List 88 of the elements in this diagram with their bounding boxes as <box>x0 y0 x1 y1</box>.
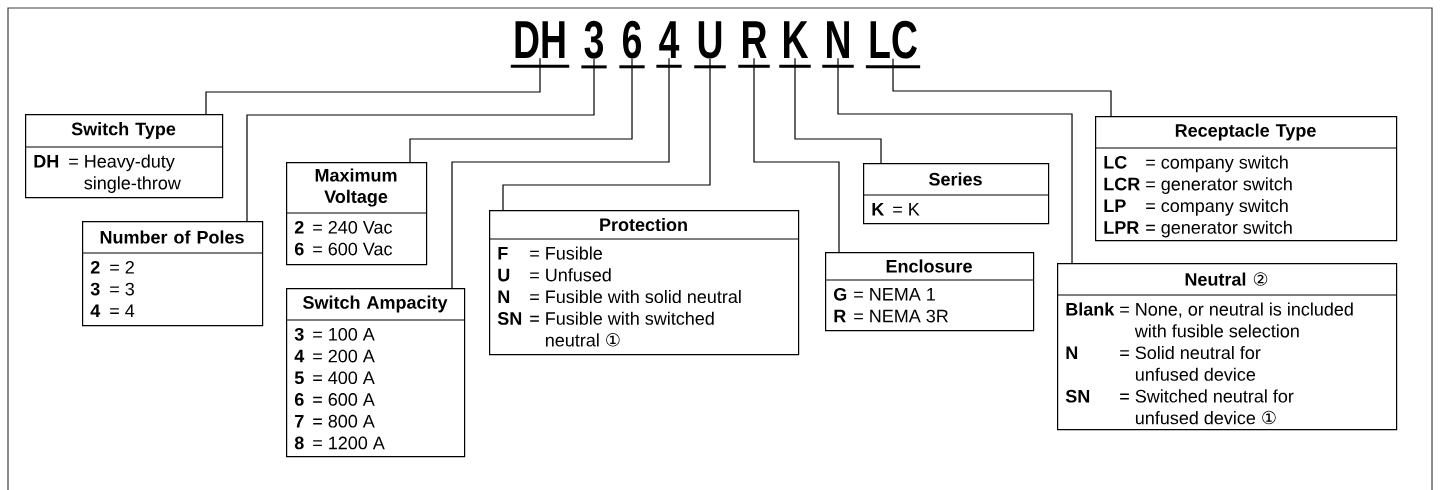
code-key: N <box>1066 346 1078 359</box>
code-description: = 1200 A <box>313 436 385 450</box>
code-key: 3 <box>294 327 304 341</box>
code-key: F <box>498 247 508 260</box>
table-heading: Protection <box>600 217 687 232</box>
code-key: U <box>498 268 510 282</box>
key-table <box>24 114 224 199</box>
code-description: = Solid neutral for unfused device <box>1120 345 1261 381</box>
code-letter: DH <box>510 21 570 68</box>
code-key: 4 <box>294 349 305 363</box>
code-key: 2 <box>294 220 304 234</box>
code-letter: K <box>779 21 811 68</box>
code-key: 4 <box>90 304 101 317</box>
key-table <box>1056 263 1398 431</box>
code-letter: 6 <box>619 20 645 69</box>
code-description: = 240 Vac <box>313 220 393 234</box>
code-description: = 600 Vac <box>313 242 393 256</box>
key-table <box>285 288 466 458</box>
code-letter: U <box>694 21 726 69</box>
leader-line <box>451 57 670 289</box>
code-description: = Fusible with solid neutral <box>530 289 741 304</box>
code-key: 2 <box>90 260 100 274</box>
code-description: = NEMA 3R <box>854 309 948 323</box>
code-letter: R <box>738 21 770 68</box>
leader-line <box>246 58 595 222</box>
code-key: LC <box>1104 155 1127 169</box>
code-description: = generator switch <box>1146 177 1292 194</box>
code-key: LCR <box>1104 177 1140 191</box>
leader-line <box>794 57 882 164</box>
key-table <box>285 162 428 266</box>
code-key: R <box>834 309 846 323</box>
code-key: G <box>834 287 847 301</box>
code-description: = None, or neutral is included with fusible selection <box>1120 302 1353 338</box>
code-description: = 800 A <box>313 414 375 428</box>
table-heading: Switch Ampacity <box>303 295 448 313</box>
code-key: 3 <box>90 282 100 296</box>
code-description: = company switch <box>1146 155 1288 173</box>
code-description: = company switch <box>1146 198 1288 216</box>
code-key: Blank <box>1066 302 1115 316</box>
leader-line <box>205 57 541 115</box>
code-description: = NEMA 1 <box>854 288 935 301</box>
leader-line <box>892 58 1112 117</box>
code-letter: N <box>822 21 854 68</box>
code-key: LP <box>1104 199 1126 212</box>
code-description: = 4 <box>110 304 135 317</box>
code-description: = Switched neutral for unfused device ① <box>1120 389 1294 425</box>
key-table <box>1094 116 1398 242</box>
table-heading: Neutral ② <box>1185 272 1268 286</box>
code-description: = 2 <box>110 260 134 274</box>
code-key: SN <box>1065 389 1090 403</box>
code-description: = 600 A <box>313 393 375 406</box>
code-key: LPR <box>1104 221 1139 234</box>
code-key: SN <box>497 312 522 325</box>
code-description: = Heavy-duty single-throw <box>69 154 181 193</box>
table-heading: Series <box>929 172 982 186</box>
table-heading: Number of Poles <box>100 230 244 244</box>
key-table <box>862 163 1050 225</box>
code-description: = Fusible <box>530 246 602 260</box>
leader-line <box>753 57 840 253</box>
code-letter: 4 <box>656 21 682 68</box>
code-key: 8 <box>294 436 304 450</box>
key-table <box>824 252 1035 332</box>
leader-line <box>837 57 1073 264</box>
table-heading: Receptacle Type <box>1175 123 1316 141</box>
code-key: DH <box>34 155 59 168</box>
code-key: 5 <box>294 371 304 385</box>
code-key: 7 <box>295 415 304 428</box>
code-description: = K <box>893 203 920 216</box>
table-heading: Switch Type <box>71 122 176 139</box>
leader-line <box>502 58 711 211</box>
leader-line <box>409 58 633 163</box>
code-description: = 200 A <box>313 349 375 363</box>
code-letter: 3 <box>581 20 607 69</box>
code-description: = generator switch <box>1146 220 1292 238</box>
code-description: = 400 A <box>313 371 375 385</box>
code-description: = 100 A <box>313 327 375 341</box>
table-heading: Enclosure <box>886 259 972 273</box>
code-key: K <box>872 203 885 216</box>
code-letter: LC <box>865 20 921 69</box>
code-key: 6 <box>294 242 304 256</box>
code-description: = 3 <box>110 282 134 296</box>
key-table <box>488 210 800 356</box>
code-description: = Fusible with switched neutral ① <box>530 311 714 347</box>
key-table <box>81 221 264 327</box>
code-key: N <box>498 290 510 303</box>
code-description: = Unfused <box>530 268 611 282</box>
table-heading: Maximum Voltage <box>315 168 397 207</box>
code-key: 6 <box>294 393 304 406</box>
